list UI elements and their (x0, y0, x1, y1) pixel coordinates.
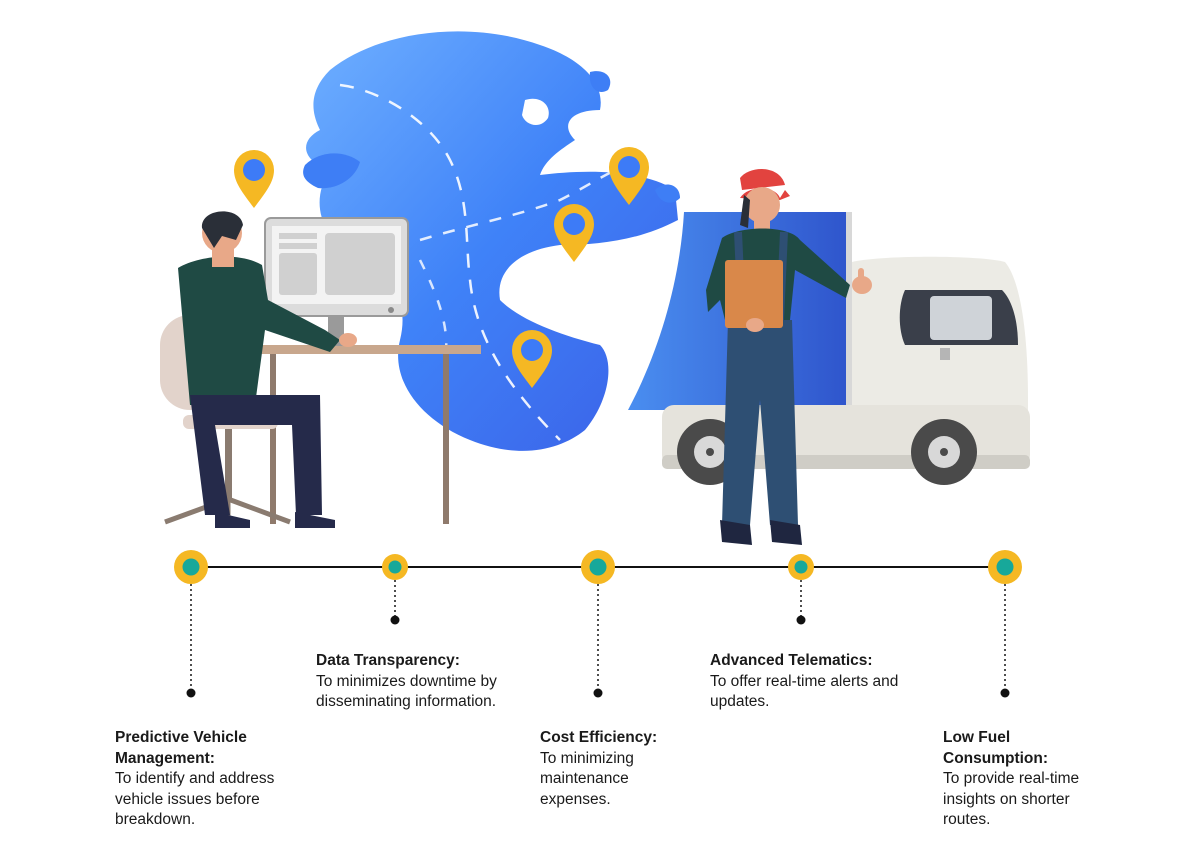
timeline-item-low-fuel-consumption: Low Fuel Consumption: To provide real-ti… (943, 728, 1103, 831)
timeline-item-description: To minimizes downtime by disseminating i… (316, 672, 497, 711)
timeline-item-description: To provide real-time insights on shorter… (943, 770, 1080, 828)
map-pin-icon (512, 330, 552, 388)
map-pin-icon (554, 204, 594, 262)
timeline-end-dot (796, 615, 806, 625)
timeline-end-dot (1000, 688, 1010, 698)
timeline-node-center (794, 560, 808, 574)
map-pin-icon (609, 147, 649, 205)
timeline-item-cost-efficiency: Cost Efficiency: To minimizing maintenan… (540, 728, 690, 810)
timeline-node-center (182, 558, 200, 576)
timeline-item-advanced-telematics: Advanced Telematics: To offer real-time … (710, 651, 900, 713)
timeline-node-center (996, 558, 1014, 576)
timeline-item-description: To identify and address vehicle issues b… (115, 770, 275, 828)
timeline-end-dot (593, 688, 603, 698)
timeline-item-description: To offer real-time alerts and updates. (710, 672, 899, 711)
timeline-item-title: Cost Efficiency: (540, 729, 658, 746)
computer-monitor-icon (264, 217, 409, 346)
timeline-node-center (388, 560, 402, 574)
timeline-item-description: To minimizing maintenance expenses. (540, 749, 634, 808)
timeline (174, 550, 1022, 698)
timeline-end-dot (390, 615, 400, 625)
seated-man (178, 211, 357, 528)
desk (255, 345, 481, 524)
standing-woman (706, 168, 872, 545)
illustration (160, 31, 1030, 545)
timeline-item-predictive-vehicle-management: Predictive Vehicle Management: To identi… (115, 728, 305, 831)
timeline-item-data-transparency: Data Transparency: To minimizes downtime… (316, 651, 506, 713)
delivery-truck-icon (628, 212, 1030, 485)
map-pin-icon (234, 150, 274, 208)
timeline-end-dot (186, 688, 196, 698)
timeline-node-center (589, 558, 607, 576)
timeline-item-title: Low Fuel Consumption: (943, 729, 1049, 767)
timeline-item-title: Data Transparency: (316, 652, 460, 669)
timeline-item-title: Predictive Vehicle Management: (115, 729, 247, 767)
timeline-item-title: Advanced Telematics: (710, 652, 873, 669)
